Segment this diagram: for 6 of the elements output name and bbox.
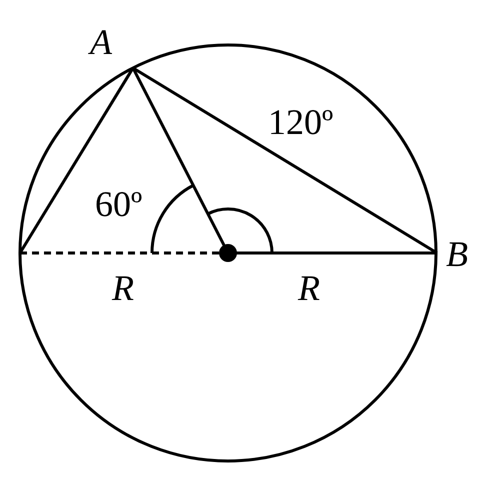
point-label: R bbox=[112, 270, 134, 306]
angle-label: 120º bbox=[268, 104, 334, 140]
point-label: R bbox=[298, 270, 320, 306]
angle-label: 60º bbox=[95, 186, 142, 222]
point-label: A bbox=[90, 24, 112, 60]
point-label: B bbox=[446, 236, 468, 272]
